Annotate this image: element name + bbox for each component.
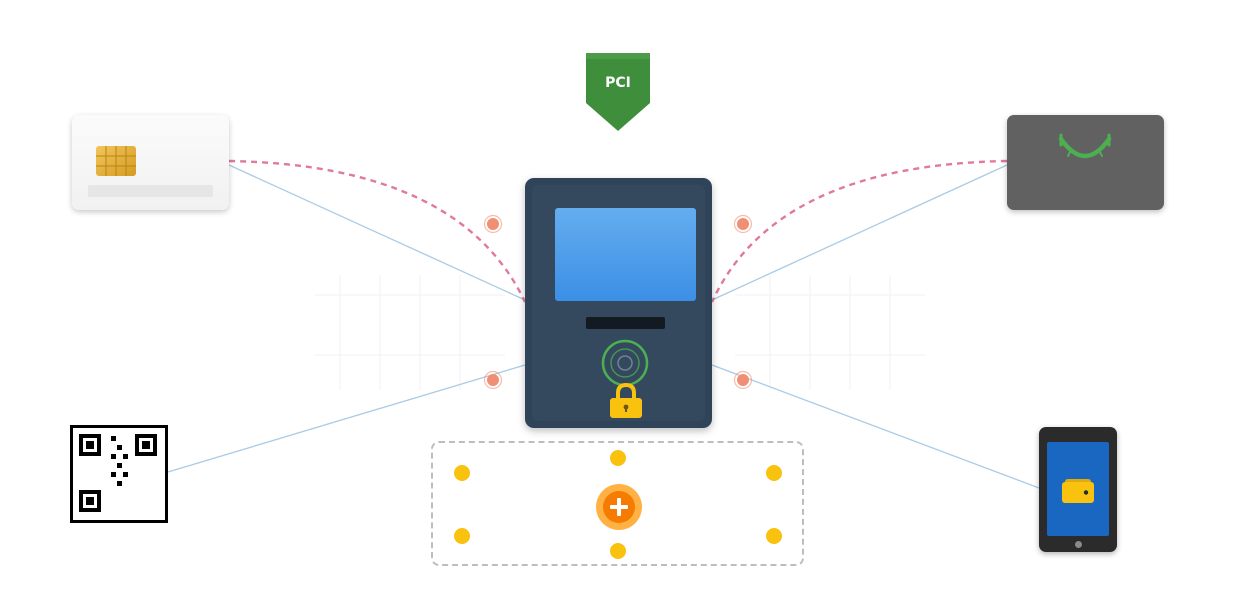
node-dot-bottom-left — [483, 370, 503, 390]
pci-badge: PCI — [586, 53, 650, 135]
slot-dot — [454, 528, 470, 544]
wireless-curve-left — [228, 159, 527, 303]
background-grid — [315, 275, 925, 390]
payment-terminal — [525, 178, 712, 428]
node-dot-bottom-right — [733, 370, 753, 390]
pci-shield-icon — [586, 53, 650, 131]
node-dot-top-right — [733, 214, 753, 234]
terminal-face — [532, 185, 705, 421]
mobile-wallet-icon — [1062, 479, 1094, 503]
phone-home-button — [1075, 541, 1082, 548]
card-stripe — [88, 185, 213, 197]
terminal-screen — [555, 208, 696, 301]
phone-screen — [1047, 442, 1109, 536]
chip-card — [72, 115, 229, 210]
slot-dot — [766, 528, 782, 544]
card-slot — [586, 317, 665, 329]
link-qr — [167, 364, 526, 473]
emv-chip-icon — [96, 146, 136, 176]
slot-dot — [610, 450, 626, 466]
padlock-icon — [610, 383, 642, 418]
link-dark-card — [711, 164, 1008, 301]
add-method-placeholder — [431, 441, 804, 566]
nfc-rings-icon — [601, 339, 649, 387]
plus-icon[interactable] — [595, 483, 643, 531]
node-dot-top-left — [483, 214, 503, 234]
link-chip-card — [228, 164, 526, 301]
slot-dot — [766, 465, 782, 481]
mobile-phone — [1039, 427, 1117, 552]
qr-code-icon — [70, 425, 168, 523]
contactless-card — [1007, 115, 1164, 210]
contactless-smile-icon — [1058, 133, 1112, 159]
slot-dot — [610, 543, 626, 559]
pci-badge-label: PCI — [605, 75, 631, 91]
slot-dot — [454, 465, 470, 481]
link-phone — [711, 364, 1040, 489]
wireless-curve-right — [710, 159, 1008, 303]
